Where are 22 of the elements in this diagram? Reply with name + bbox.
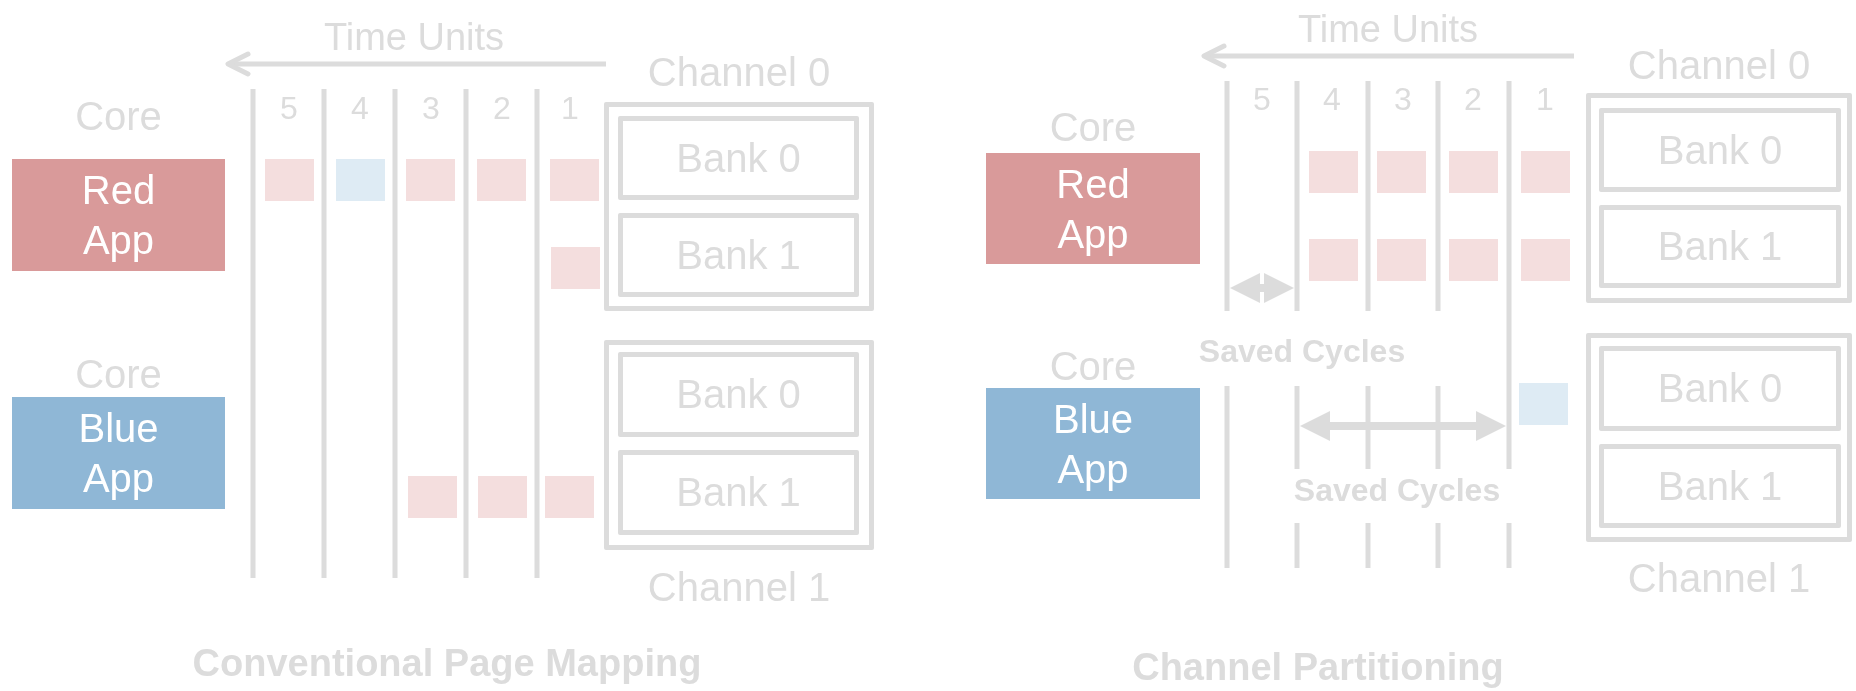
memory-request-block xyxy=(1521,151,1570,193)
core-app-block: Red App xyxy=(12,159,225,271)
memory-request-block xyxy=(550,159,599,201)
memory-request-block xyxy=(1449,151,1498,193)
memory-request-block xyxy=(1377,151,1426,193)
memory-request-block xyxy=(1377,239,1426,281)
memory-request-block xyxy=(408,476,457,518)
core-app-block: Blue App xyxy=(986,388,1200,499)
memory-request-block xyxy=(336,159,385,201)
core-app-block: Blue App xyxy=(12,397,225,509)
memory-request-block xyxy=(551,247,600,289)
memory-request-block xyxy=(1309,239,1358,281)
memory-request-block xyxy=(1449,239,1498,281)
core-app-block: Red App xyxy=(986,153,1200,264)
memory-request-block xyxy=(1309,151,1358,193)
memory-request-block xyxy=(406,159,455,201)
memory-request-block xyxy=(1521,239,1570,281)
memory-request-block xyxy=(1519,383,1568,425)
memory-request-block xyxy=(265,159,314,201)
memory-request-block xyxy=(478,476,527,518)
memory-request-block xyxy=(545,476,594,518)
memory-request-block xyxy=(477,159,526,201)
